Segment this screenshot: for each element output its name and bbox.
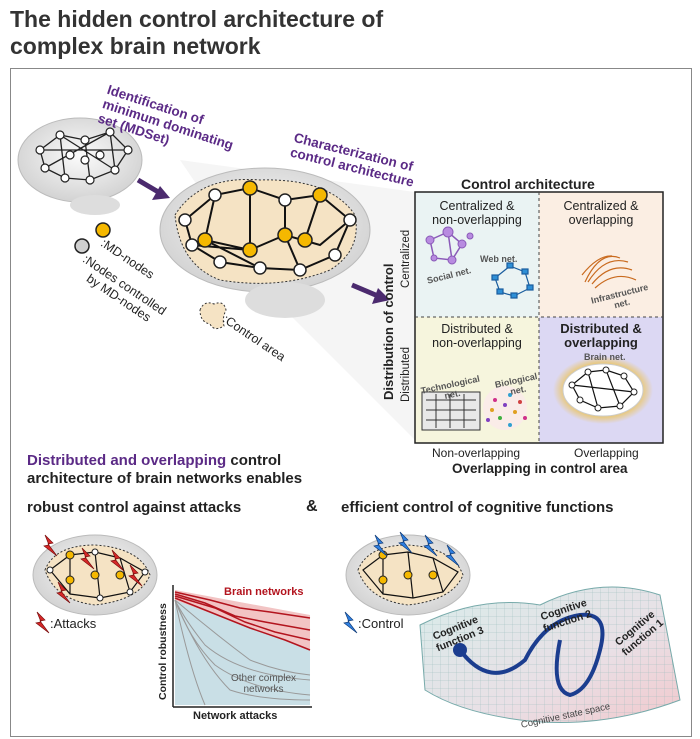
technological-network-icon xyxy=(421,391,481,431)
summary-text: Distributed and overlapping control arch… xyxy=(27,452,302,488)
cognitive-landscape xyxy=(419,586,681,723)
robustness-chart xyxy=(172,585,312,708)
quadrant-tr-line-1: Centralized & xyxy=(563,199,639,213)
ampersand: & xyxy=(306,498,318,515)
attack-bolt-icons xyxy=(43,534,143,604)
quadrant-br-line-1: Distributed & xyxy=(560,321,642,336)
summary-line-2: architecture of brain networks enables xyxy=(27,470,303,487)
page-title: The hidden control architecture of compl… xyxy=(10,6,383,60)
summary-highlight: Distributed and overlapping xyxy=(27,452,227,469)
control-bolt-icons xyxy=(373,531,460,567)
attack-legend-icon xyxy=(35,611,50,634)
y-axis-label: Distribution of control xyxy=(381,263,396,400)
control-label: :Control xyxy=(358,616,404,631)
y-high-label: Centralized xyxy=(400,229,412,288)
right-heading: efficient control of cognitive functions xyxy=(341,499,614,516)
left-heading: robust control against attacks xyxy=(27,499,242,516)
brain-network-icon xyxy=(553,356,653,424)
x-high-label: Overlapping xyxy=(574,446,639,460)
controlled-brain xyxy=(345,534,471,616)
robustness-xlabel: Network attacks xyxy=(193,710,278,722)
control-architecture-heading: Control architecture xyxy=(461,176,595,192)
attacks-label: :Attacks xyxy=(50,616,97,631)
biological-network-icon xyxy=(483,386,527,430)
other-networks-label: Other complex networks xyxy=(231,673,296,695)
quadrant-tr-label: Centralized & overlapping xyxy=(542,199,660,227)
attacked-brain xyxy=(32,534,158,616)
quadrant-bl-label: Distributed & non-overlapping xyxy=(418,322,536,350)
robustness-ylabel: Control robustness xyxy=(157,603,169,700)
quadrant-tr-line-2: overlapping xyxy=(568,213,634,227)
social-network-icon xyxy=(425,226,474,265)
x-axis-label: Overlapping in control area xyxy=(452,461,628,476)
small-brain xyxy=(17,117,143,215)
quadrant-br-line-2: overlapping xyxy=(564,335,638,350)
infrastructure-network-icon xyxy=(581,255,637,289)
quadrant-bl-line-1: Distributed & xyxy=(441,322,513,336)
brain-networks-label: Brain networks xyxy=(224,586,304,598)
quadrant-bl-line-2: non-overlapping xyxy=(432,336,522,350)
controlled-node-icon xyxy=(74,238,90,254)
quadrant-tl-line-1: Centralized & xyxy=(439,199,515,213)
x-low-label: Non-overlapping xyxy=(432,446,521,460)
web-network-icon xyxy=(491,262,534,299)
big-brain xyxy=(159,167,371,318)
arrow-to-architecture xyxy=(351,282,379,299)
summary-rest: control xyxy=(226,452,282,469)
quadrant-tl-line-2: non-overlapping xyxy=(432,213,522,227)
arrow-to-big-brain xyxy=(136,177,162,196)
y-low-label: Distributed xyxy=(400,347,412,402)
md-node-icon xyxy=(95,222,111,238)
brain-net-label: Brain net. xyxy=(584,352,626,362)
quadrant-tl-label: Centralized & non-overlapping xyxy=(418,199,536,227)
other-line-2: networks xyxy=(243,684,284,695)
web-net-label: Web net. xyxy=(480,254,518,264)
title-line-2: complex brain network xyxy=(10,33,261,59)
other-line-1: Other complex xyxy=(231,673,297,684)
summary-line-1: Distributed and overlapping control xyxy=(27,452,302,470)
quadrant-br-label: Distributed & overlapping xyxy=(542,322,660,350)
control-legend-icon xyxy=(343,611,358,634)
title-line-1: The hidden control architecture of xyxy=(10,6,384,32)
control-area-icon xyxy=(199,302,227,330)
